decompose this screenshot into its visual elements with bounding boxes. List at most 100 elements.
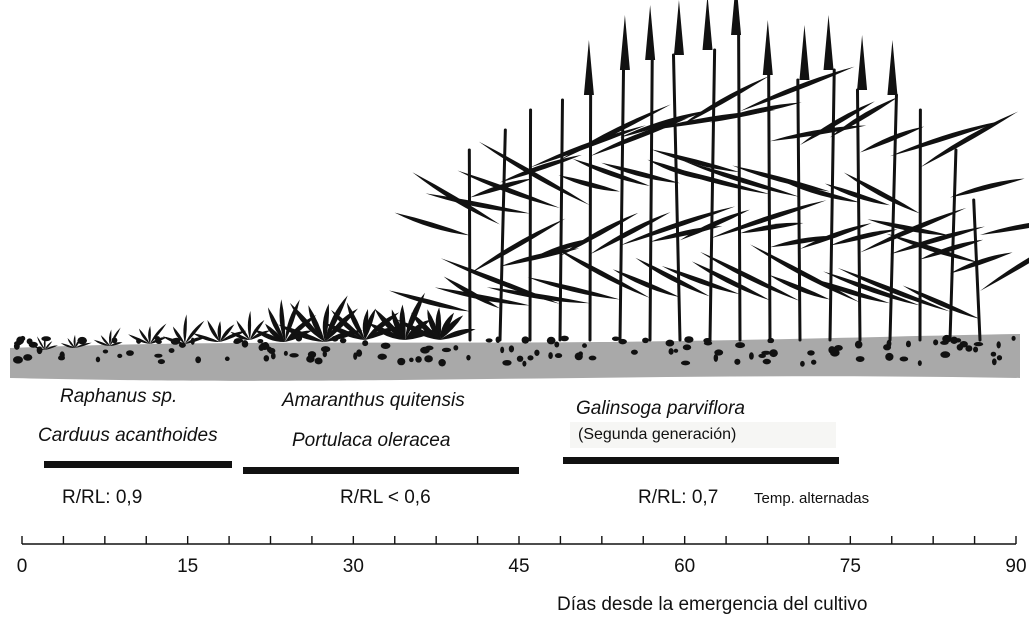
soil-clod: [500, 346, 505, 354]
plant-shape: [427, 309, 440, 340]
plant-shape: [860, 126, 925, 153]
plant-shape: [172, 326, 185, 344]
axis-tick-label: 90: [1005, 556, 1027, 577]
soil-clod: [441, 347, 452, 353]
plant-shape: [36, 336, 45, 350]
soil-clod: [680, 360, 691, 366]
soil-clod: [117, 353, 123, 359]
plant-shape: [972, 198, 982, 342]
plant-shape: [374, 308, 405, 340]
generation-note: (Segunda generación): [570, 422, 836, 448]
plant-shape: [830, 96, 899, 138]
soil-clod: [800, 360, 805, 367]
soil-clod: [157, 359, 165, 365]
soil-clod: [642, 337, 649, 344]
soil-clod: [36, 346, 43, 355]
soil-clod: [195, 356, 202, 364]
soil-clod: [320, 346, 331, 353]
soil-clod: [527, 355, 534, 361]
soil-clod: [811, 359, 817, 365]
soil-clod: [942, 334, 952, 343]
soil-clod: [263, 342, 269, 347]
plant-shape: [588, 93, 593, 342]
plant-shape: [391, 309, 405, 340]
soil-clod: [990, 351, 997, 357]
soil-clod: [331, 335, 339, 342]
soil-clod: [339, 338, 347, 344]
soil-clod: [574, 352, 583, 361]
soil-clod: [263, 355, 270, 362]
plant-shape: [750, 244, 860, 303]
plant-shape: [73, 334, 76, 348]
plant-shape: [185, 320, 205, 344]
soil-clod: [950, 336, 959, 344]
plant-shape: [478, 141, 590, 206]
soil-clod: [735, 342, 746, 349]
plant-shape: [323, 322, 365, 340]
crop-growth-illustration: [10, 0, 1029, 381]
soil-clod: [170, 338, 180, 345]
soil-clod: [289, 353, 299, 358]
plant-shape: [217, 321, 222, 342]
plant-shape: [888, 93, 898, 342]
species-raphanus: Raphanus sp.: [60, 386, 178, 407]
plant-shape: [558, 175, 620, 192]
soil-clod: [283, 350, 288, 356]
plant-shape: [254, 329, 285, 343]
soil-clod: [356, 349, 363, 357]
duration-bar-group-3: [563, 457, 840, 464]
plant-shape: [710, 102, 802, 123]
plant-shape: [278, 324, 325, 342]
ratio-group-1: R/RL: 0,9: [62, 487, 143, 508]
plant-shape: [434, 287, 530, 306]
plant-shape: [890, 120, 1003, 157]
soil-clod: [14, 341, 22, 346]
soil-clod: [885, 352, 894, 361]
soil-clod: [241, 340, 249, 348]
plant-shape: [837, 267, 950, 312]
soil-clod: [767, 338, 772, 344]
plant-shape: [236, 320, 250, 340]
plant-shape: [389, 290, 470, 312]
soil-clod: [502, 359, 512, 366]
plant-shape: [308, 305, 325, 342]
soil-clod: [495, 336, 501, 344]
plant-shape: [440, 315, 464, 340]
soil-clod: [438, 359, 446, 367]
soil-clod: [1011, 335, 1016, 341]
plant-shape: [887, 40, 898, 95]
plant-shape: [731, 0, 742, 35]
soil-clod: [154, 336, 161, 342]
plant-shape: [823, 15, 834, 70]
soil-clod: [854, 340, 863, 349]
plant-shape: [740, 222, 804, 234]
plant-shape: [362, 309, 369, 340]
plant-shape: [583, 40, 594, 95]
soil-clod: [136, 338, 142, 344]
soil-clod: [714, 349, 724, 356]
plant-shape: [486, 287, 590, 304]
soil-clod: [630, 349, 638, 355]
plant-shape: [800, 101, 875, 145]
ratio-group-2: R/RL < 0,6: [340, 487, 431, 508]
plant-shape: [762, 20, 773, 75]
soil-clod: [453, 345, 459, 351]
soil-clod: [485, 338, 493, 343]
plant-shape: [498, 128, 507, 342]
soil-clod: [769, 349, 778, 358]
soil-clod: [111, 337, 118, 344]
soil-clod: [749, 352, 754, 360]
soil-clod: [762, 358, 771, 365]
soil-clod: [682, 344, 692, 351]
soil-clod: [521, 336, 530, 344]
soil-clod: [703, 337, 712, 344]
plant-shape: [560, 104, 671, 160]
plant-shape: [732, 165, 830, 192]
soil-clod: [420, 346, 430, 354]
alternating-temp-note: Temp. alternadas: [754, 490, 870, 507]
plant-shape: [691, 261, 770, 301]
plant-shape: [612, 269, 680, 298]
soil-clod: [307, 351, 317, 359]
species-portulaca: Portulaca oleracea: [292, 430, 451, 451]
plant-shape: [830, 229, 898, 246]
